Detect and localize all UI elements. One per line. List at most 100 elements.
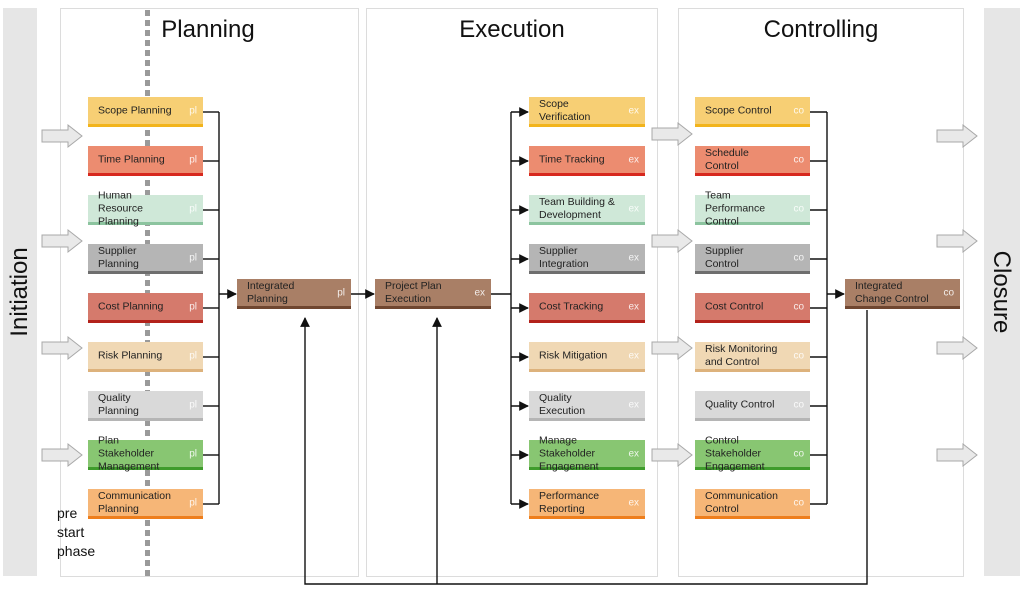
box-code: ex: [628, 399, 639, 410]
divider-dash: [145, 70, 150, 76]
box-label: Quality Planning: [98, 391, 139, 417]
note-line-2: start: [57, 524, 85, 540]
divider-dash: [145, 550, 150, 556]
box-label: Communication Planning: [98, 489, 171, 515]
grey-input-arrow: [41, 335, 83, 361]
box-label: Cost Tracking: [539, 300, 604, 312]
divider-dash: [145, 520, 150, 526]
supplier-planning-box: Supplier Planning pl: [88, 244, 203, 274]
box-label: Supplier Integration: [539, 244, 589, 270]
divider-dash: [145, 230, 150, 236]
box-label: Risk Mitigation: [539, 349, 608, 361]
box-label: Integrated Planning: [247, 279, 295, 305]
integrated-change-control-box: Integrated Change Control co: [845, 279, 960, 309]
divider-dash: [145, 530, 150, 536]
box-code: co: [793, 497, 804, 508]
note-line-3: phase: [57, 543, 96, 559]
box-label: Performance Reporting: [539, 489, 600, 515]
box-label: Supplier Planning: [98, 244, 139, 270]
box-label: Scope Control: [705, 104, 772, 116]
divider-dash: [145, 180, 150, 186]
divider-dash: [145, 380, 150, 386]
box-code: ex: [628, 448, 639, 459]
box-label: Project Plan Execution: [385, 279, 442, 305]
initiation-band: [3, 8, 37, 576]
quality-execution-box: Quality Execution ex: [529, 391, 645, 421]
divider-dash: [145, 420, 150, 426]
divider-dash: [145, 130, 150, 136]
box-code: co: [793, 252, 804, 263]
box-code: pl: [189, 497, 197, 508]
box-label: Plan Stakeholder Management: [98, 434, 160, 472]
box-label: Risk Monitoring and Control: [705, 342, 778, 368]
box-code: co: [943, 287, 954, 298]
box-code: ex: [628, 497, 639, 508]
planning-title: Planning: [161, 16, 255, 43]
grey-input-arrow: [651, 228, 693, 254]
divider-dash: [145, 320, 150, 326]
box-code: pl: [189, 448, 197, 459]
divider-dash: [145, 30, 150, 36]
divider-dash: [145, 190, 150, 196]
box-code: pl: [337, 287, 345, 298]
supplier-control-box: Supplier Control co: [695, 244, 810, 274]
box-code: pl: [189, 350, 197, 361]
grey-input-arrow: [936, 335, 978, 361]
grey-input-arrow: [936, 123, 978, 149]
box-label: Team Building & Development: [539, 195, 615, 221]
box-label: Cost Control: [705, 300, 764, 312]
box-label: Time Tracking: [539, 153, 605, 165]
divider-dash: [145, 240, 150, 246]
time-tracking-box: Time Tracking ex: [529, 146, 645, 176]
divider-dash: [145, 540, 150, 546]
divider-dash: [145, 570, 150, 576]
cost-control-box: Cost Control co: [695, 293, 810, 323]
box-label: Supplier Control: [705, 244, 744, 270]
box-label: Manage Stakeholder Engagement: [539, 434, 599, 472]
box-label: Risk Planning: [98, 349, 163, 361]
divider-dash: [145, 60, 150, 66]
box-label: Quality Control: [705, 398, 775, 410]
pre-start-phase-note: pre start phase: [57, 504, 95, 561]
box-label: Human Resource Planning: [98, 189, 143, 227]
box-label: Cost Planning: [98, 300, 164, 312]
box-label: Scope Verification: [539, 97, 591, 123]
box-code: co: [793, 154, 804, 165]
divider-dash: [145, 370, 150, 376]
box-code: co: [793, 301, 804, 312]
box-code: pl: [189, 252, 197, 263]
divider-dash: [145, 20, 150, 26]
execution-title: Execution: [459, 16, 565, 43]
box-code: ex: [628, 350, 639, 361]
controlling-title: Controlling: [763, 16, 879, 43]
box-label: Quality Execution: [539, 391, 586, 417]
grey-input-arrow: [651, 121, 693, 147]
box-code: pl: [189, 105, 197, 116]
grey-input-arrow: [41, 442, 83, 468]
manage-stakeholder-engagement-box: Manage Stakeholder Engagement ex: [529, 434, 645, 472]
divider-dash: [145, 40, 150, 46]
divider-dash: [145, 330, 150, 336]
box-code: ex: [628, 154, 639, 165]
grey-input-arrow: [936, 442, 978, 468]
grey-input-arrow: [41, 228, 83, 254]
note-line-1: pre: [57, 505, 78, 521]
feedback-to-planning: [300, 310, 868, 585]
divider-dash: [145, 280, 150, 286]
divider-dash: [145, 10, 150, 16]
box-code: pl: [189, 154, 197, 165]
box-label: Integrated Change Control: [855, 279, 929, 305]
divider-dash: [145, 560, 150, 566]
box-code: ex: [474, 287, 485, 298]
